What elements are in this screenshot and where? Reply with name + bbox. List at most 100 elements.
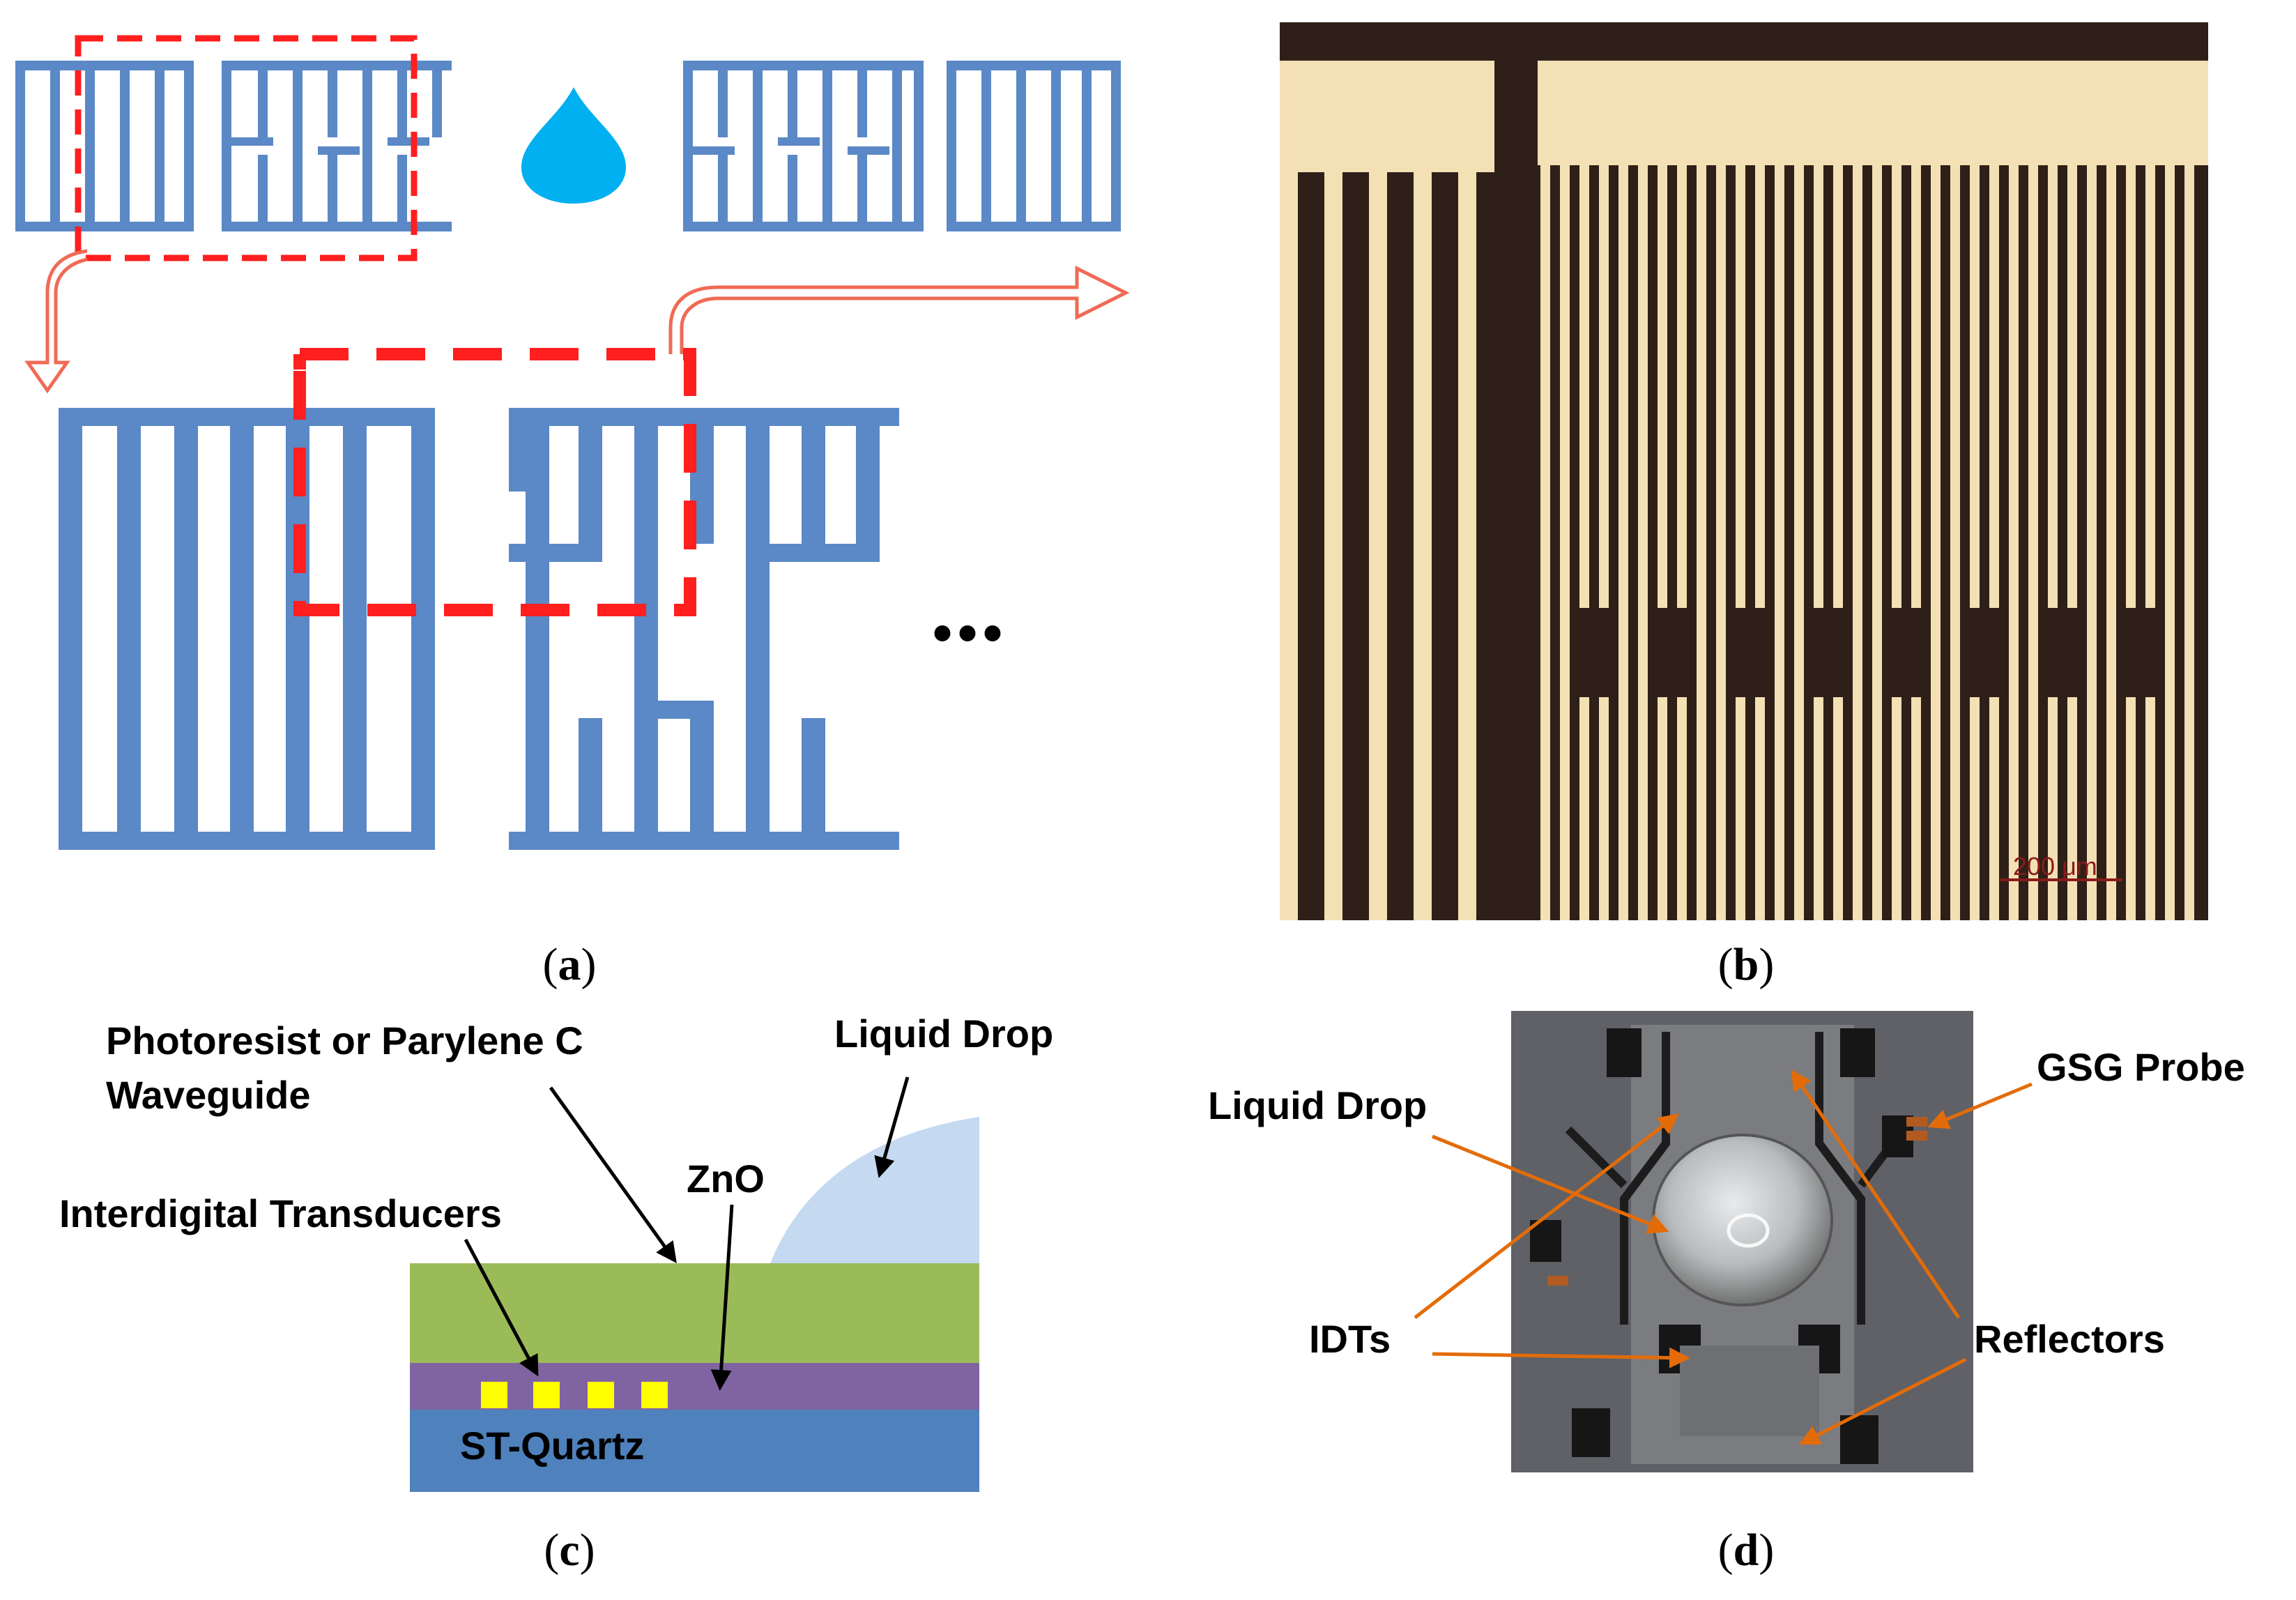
idt-finger	[1540, 165, 1550, 920]
label-idts: IDTs	[1309, 1317, 1391, 1361]
arrow-idts-top	[1414, 1113, 1679, 1319]
idt-finger	[1414, 172, 1432, 920]
droplet-photo	[1652, 1134, 1833, 1306]
right-busbar	[1538, 61, 2208, 165]
panel-d-arrows	[1414, 1069, 2033, 1445]
idt-finger	[1892, 697, 1901, 920]
idt-finger	[2048, 697, 2058, 920]
idt-finger	[2067, 165, 2077, 608]
idt-finger	[1911, 165, 1921, 608]
idt-electrodes	[481, 1382, 668, 1408]
scale-bar-label: 200 μm	[2013, 852, 2097, 881]
idt-finger	[2028, 165, 2038, 920]
water-drop-icon	[521, 87, 626, 204]
idt-finger	[1833, 697, 1843, 920]
label-liquid-drop: Liquid Drop	[834, 1012, 1053, 1056]
idt-finger	[1989, 165, 1999, 608]
quartz-substrate	[410, 1410, 979, 1492]
idt-finger	[1833, 165, 1843, 608]
large-electrode-1	[59, 408, 435, 850]
idt-finger	[1280, 172, 1298, 920]
idt-finger	[2145, 165, 2155, 608]
idt-finger	[1638, 165, 1648, 920]
idt-finger	[1599, 697, 1609, 920]
left-idt-fingers	[1280, 172, 1476, 920]
arrow-zno	[710, 1204, 734, 1391]
label-waveguide-line1: Photoresist or Parylene C	[106, 1019, 583, 1062]
idt-finger	[2067, 697, 2077, 920]
caption-b: (b)	[1718, 939, 1775, 990]
idt-finger	[1579, 165, 1589, 608]
idt-finger	[1794, 165, 1804, 920]
caption-c: (c)	[544, 1525, 595, 1576]
gsg-probe-icon	[1547, 1117, 1927, 1286]
arrow-drop-d	[1432, 1134, 1669, 1234]
idt-finger	[1618, 165, 1628, 920]
panel-d: Liquid Drop GSG Probe IDTs Reflectors (d…	[1208, 1011, 2245, 1576]
small-electrode-1	[15, 61, 194, 231]
zoom-arrow-right	[668, 265, 1130, 354]
idt-finger	[1658, 697, 1667, 920]
idt-finger	[2126, 697, 2136, 920]
idt-finger	[2106, 165, 2116, 920]
caption-d: (d)	[1718, 1525, 1775, 1576]
idt-finger	[1716, 165, 1726, 920]
idt-finger	[1736, 165, 1745, 608]
label-st-quartz: ST-Quartz	[460, 1424, 644, 1468]
idt-finger	[1872, 165, 1882, 920]
zoom-arrow-down	[24, 249, 88, 394]
idt-finger	[1599, 165, 1609, 608]
panel-c-arrows	[464, 1076, 910, 1391]
label-liquid-drop-d: Liquid Drop	[1208, 1083, 1427, 1127]
idt-finger	[1970, 165, 1980, 608]
label-zno: ZnO	[687, 1157, 765, 1201]
ellipsis: •••	[933, 602, 1008, 664]
idt-finger	[1814, 697, 1823, 920]
label-reflectors: Reflectors	[1974, 1317, 2165, 1361]
idt-finger	[1579, 697, 1589, 920]
idt-finger	[2184, 165, 2194, 920]
caption-a: (a)	[543, 939, 597, 990]
arrow-reflector-bottom	[1798, 1357, 1967, 1445]
left-busbar	[1280, 61, 1494, 172]
right-idt-fingers	[1540, 165, 2194, 920]
idt-finger	[2009, 165, 2019, 920]
arrow-idt	[464, 1238, 539, 1377]
panel-a: ••• (a)	[15, 35, 1130, 990]
device-idt-area-bottom	[1680, 1346, 1819, 1436]
arrow-reflector-top	[1791, 1069, 1961, 1319]
idt-finger	[1677, 697, 1687, 920]
idt-finger	[1697, 165, 1706, 920]
idt-finger	[1677, 165, 1687, 608]
large-electrode-2	[509, 408, 899, 850]
highlight-box-large	[293, 348, 696, 616]
small-electrode-3	[683, 61, 924, 231]
idt-finger	[1853, 165, 1862, 920]
arrow-probe	[1927, 1082, 2033, 1129]
idt-finger	[1970, 697, 1980, 920]
panel-b: 200 μm (b)	[1280, 22, 2208, 990]
idt-finger	[1911, 697, 1921, 920]
small-electrode-2	[222, 61, 452, 231]
idt-finger	[2087, 165, 2097, 920]
idt-finger	[1658, 165, 1667, 608]
idt-finger	[1736, 697, 1745, 920]
liquid-drop-shape	[770, 1117, 979, 1263]
idt-finger	[1950, 165, 1960, 920]
idt-finger	[1458, 172, 1476, 920]
droplet-highlight	[1727, 1213, 1770, 1248]
small-electrode-4	[947, 61, 1121, 231]
arrow-drop	[874, 1076, 910, 1178]
idt-finger	[1755, 165, 1765, 608]
idt-finger	[1324, 172, 1342, 920]
idt-finger	[1775, 165, 1784, 920]
idt-finger	[1755, 697, 1765, 920]
idt-finger	[2126, 165, 2136, 608]
idt-finger	[2048, 165, 2058, 608]
arrow-idts-bottom	[1432, 1347, 1690, 1369]
label-idt: Interdigital Transducers	[59, 1191, 502, 1235]
label-waveguide-line2: Waveguide	[106, 1073, 311, 1117]
idt-finger	[1560, 165, 1570, 920]
waveguide-layer	[410, 1263, 979, 1363]
